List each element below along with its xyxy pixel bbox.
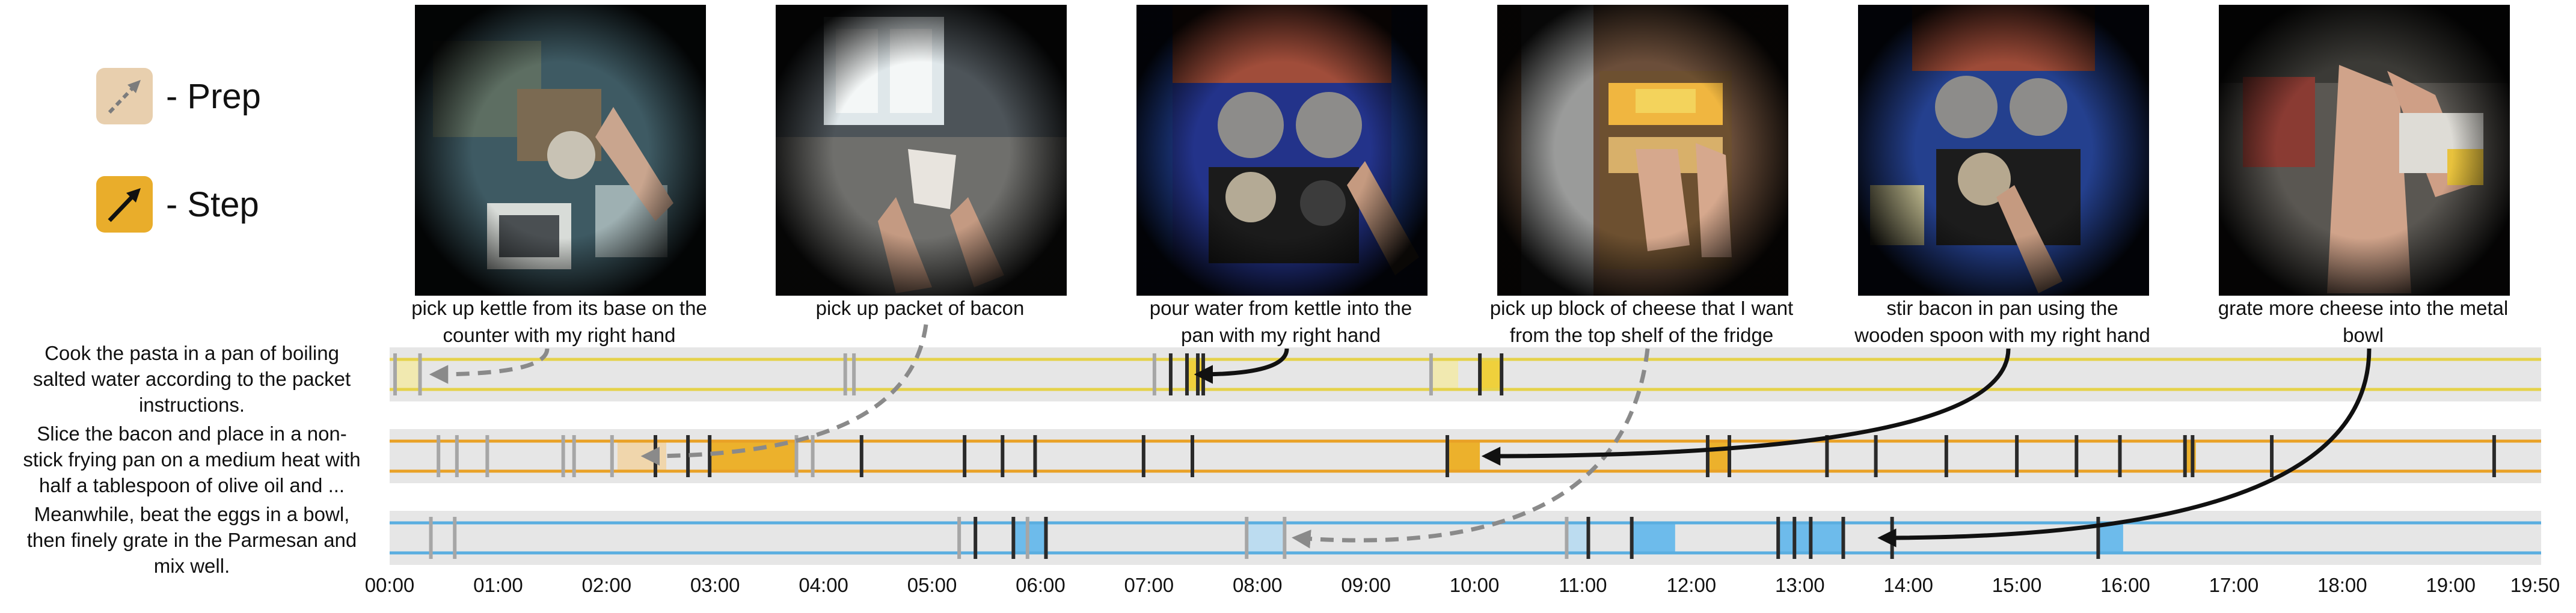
tick-label: 05:00	[907, 574, 957, 596]
step-segment	[2098, 523, 2123, 553]
caption-line: from the top shelf of the fridge	[1509, 324, 1774, 346]
frame-image-6	[2219, 5, 2510, 296]
frame-caption-4: pick up block of cheese that I want from…	[1473, 294, 1810, 349]
legend-label-step: - Step	[166, 185, 259, 224]
track-background	[390, 511, 2541, 565]
prep-segment	[395, 359, 420, 389]
prep-segment	[1247, 523, 1285, 553]
tick-label: 03:00	[690, 574, 740, 596]
caption-line: counter with my right hand	[443, 324, 676, 346]
tick-label: 13:00	[1774, 574, 1825, 596]
frame-caption-2: pick up packet of bacon	[752, 294, 1088, 322]
prep-segment	[1566, 523, 1589, 553]
tick-label: 12:00	[1666, 574, 1717, 596]
task-line: then finely grate in the Parmesan and	[26, 529, 357, 551]
frame-image-2	[776, 5, 1067, 296]
task-line: Cook the pasta in a pan of boiling	[44, 342, 339, 364]
legend-item-prep: - Prep	[96, 66, 261, 126]
task-label-3: Meanwhile, beat the eggs in a bowl, then…	[2, 501, 381, 579]
task-line: instructions.	[138, 394, 245, 416]
tick-label: 19:50	[2510, 574, 2560, 596]
legend-item-step: - Step	[96, 174, 259, 234]
step-segment	[1480, 359, 1502, 389]
tick-label: 01:00	[473, 574, 523, 596]
frame-caption-6: grate more cheese into the metal bowl	[2195, 294, 2532, 349]
tick-label: 02:00	[581, 574, 632, 596]
tick-label: 11:00	[1559, 574, 1607, 596]
caption-line: pick up kettle from its base on the	[411, 297, 707, 319]
step-segment	[1013, 523, 1046, 553]
tick-label: 14:00	[1883, 574, 1933, 596]
frame-image-1	[415, 5, 706, 296]
caption-line: bowl	[2343, 324, 2384, 346]
tick-label: 08:00	[1232, 574, 1283, 596]
prep-segment	[1431, 359, 1459, 389]
frame-caption-1: pick up kettle from its base on the coun…	[391, 294, 728, 349]
caption-line: wooden spoon with my right hand	[1854, 324, 2150, 346]
prep-arrow	[640, 324, 928, 466]
tick-label: 07:00	[1124, 574, 1174, 596]
track-background	[390, 347, 2541, 401]
caption-line: grate more cheese into the metal	[2218, 297, 2509, 319]
caption-line: pick up packet of bacon	[815, 297, 1025, 319]
task-line: stick frying pan on a medium heat with	[23, 448, 361, 471]
tick-label: 10:00	[1449, 574, 1500, 596]
step-segment	[1707, 441, 1730, 471]
task-line: salted water according to the packet	[32, 368, 351, 390]
step-arrow	[1481, 348, 2011, 466]
task-line: mix well.	[153, 555, 230, 577]
tick-label: 16:00	[2100, 574, 2150, 596]
frame-image-5	[1858, 5, 2149, 296]
task-label-1: Cook the pasta in a pan of boiling salte…	[2, 340, 381, 418]
tick-label: 19:00	[2426, 574, 2476, 596]
caption-line: stir bacon in pan using the	[1886, 297, 2118, 319]
task-line: Meanwhile, beat the eggs in a bowl,	[34, 503, 350, 525]
frame-caption-5: stir bacon in pan using the wooden spoon…	[1834, 294, 2171, 349]
prep-segment	[617, 441, 667, 471]
task-line: Slice the bacon and place in a non-	[37, 422, 347, 445]
task-line: half a tablespoon of olive oil and ...	[38, 474, 345, 496]
step-arrow	[1877, 348, 2372, 547]
step-arrow-icon	[96, 176, 153, 233]
frame-image-4	[1497, 5, 1788, 296]
tick-label: 06:00	[1016, 574, 1066, 596]
step-segment	[1631, 523, 1675, 553]
prep-arrow	[429, 348, 550, 384]
tick-label: 04:00	[799, 574, 848, 596]
tick-label: 18:00	[2317, 574, 2367, 596]
prep-arrow-icon	[96, 68, 153, 124]
step-segment	[1447, 441, 1480, 471]
frame-caption-3: pour water from kettle into the pan with…	[1112, 294, 1449, 349]
tick-label: 15:00	[1992, 574, 2042, 596]
tick-label: 00:00	[364, 574, 415, 596]
tick-label: 09:00	[1341, 574, 1391, 596]
caption-line: pick up block of cheese that I want	[1489, 297, 1794, 319]
caption-line: pour water from kettle into the	[1149, 297, 1412, 319]
task-label-2: Slice the bacon and place in a non- stic…	[2, 421, 381, 498]
tick-label: 17:00	[2209, 574, 2259, 596]
legend-label-prep: - Prep	[166, 76, 261, 116]
caption-line: pan with my right hand	[1180, 324, 1381, 346]
step-arrow	[1194, 348, 1289, 384]
frame-image-3	[1136, 5, 1428, 296]
